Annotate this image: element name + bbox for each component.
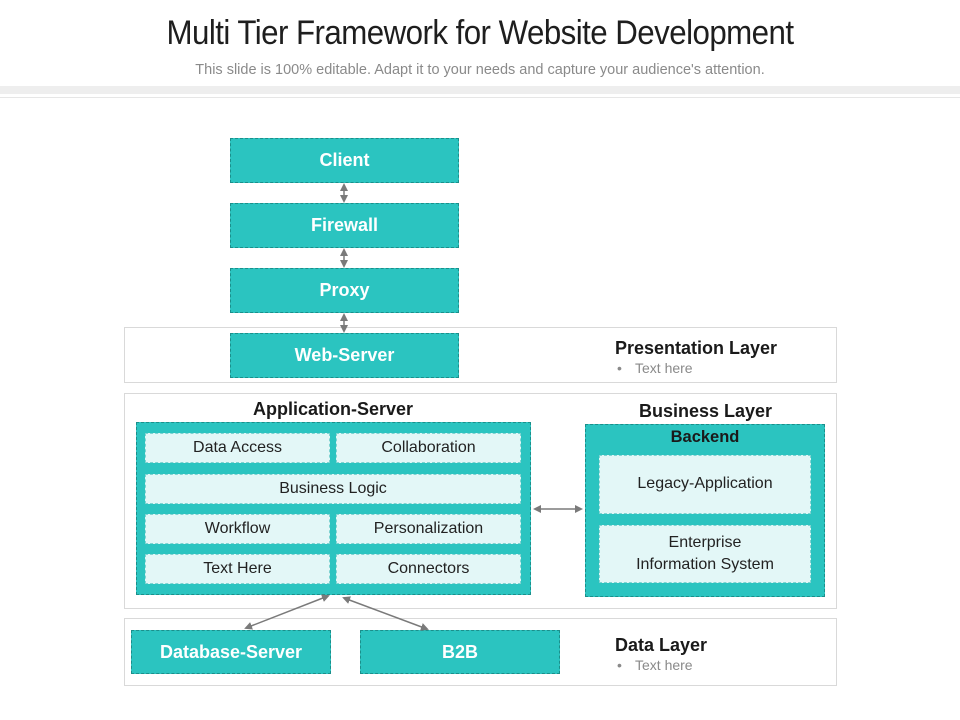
presentation-layer-bullet-text: Text here (635, 360, 693, 376)
collaboration-cell[interactable]: Collaboration (336, 433, 521, 463)
firewall-box[interactable]: Firewall (230, 203, 459, 248)
page-subtitle: This slide is 100% editable. Adapt it to… (195, 62, 765, 78)
data-access-cell[interactable]: Data Access (145, 433, 330, 463)
business-logic-cell[interactable]: Business Logic (145, 474, 521, 504)
header-divider-thin (0, 97, 960, 98)
presentation-layer-bullet: • Text here (617, 360, 693, 376)
legacy-application-cell[interactable]: Legacy-Application (599, 455, 811, 514)
data-layer-title: Data Layer (615, 635, 708, 655)
personalization-cell[interactable]: Personalization (336, 514, 521, 544)
data-layer-bullet: • Text here (617, 657, 693, 673)
presentation-layer-title: Presentation Layer (615, 338, 778, 358)
workflow-cell[interactable]: Workflow (145, 514, 330, 544)
data-layer-bullet-text: Text here (635, 657, 693, 673)
eis-line-1: Enterprise (668, 533, 742, 551)
header-divider (0, 86, 960, 94)
bullet-dot: • (617, 360, 622, 376)
b2b-box[interactable]: B2B (360, 630, 560, 674)
bullet-dot: • (617, 657, 622, 673)
business-layer-title: Business Layer (639, 401, 773, 421)
backend-title: Backend (670, 428, 740, 446)
application-server-title: Application-Server (253, 399, 414, 419)
page-title: Multi Tier Framework for Website Develop… (166, 14, 794, 52)
connectors-cell[interactable]: Connectors (336, 554, 521, 584)
enterprise-information-system-cell[interactable]: Enterprise Information System (599, 525, 811, 583)
database-server-box[interactable]: Database-Server (131, 630, 331, 674)
client-box[interactable]: Client (230, 138, 459, 183)
eis-line-2: Information System (636, 556, 774, 573)
text-here-cell[interactable]: Text Here (145, 554, 330, 584)
proxy-box[interactable]: Proxy (230, 268, 459, 313)
web-server-box[interactable]: Web-Server (230, 333, 459, 378)
